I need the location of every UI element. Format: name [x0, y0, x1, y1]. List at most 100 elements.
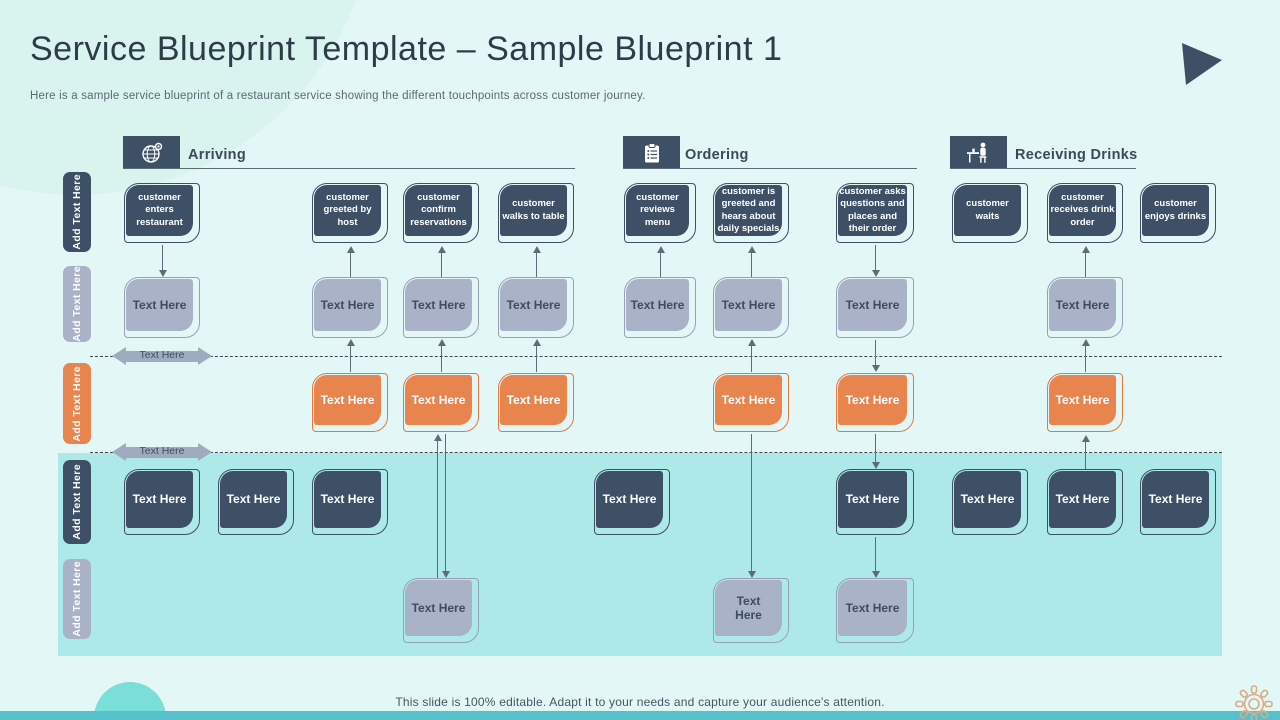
node-r3-o3[interactable]: Text Here [836, 373, 914, 432]
node-r1-o3[interactable]: customer asks questions and places and t… [836, 183, 914, 243]
node-body: customer waits [954, 185, 1021, 236]
node-r4-a3[interactable]: Text Here [312, 469, 388, 535]
node-label: Text Here [845, 492, 900, 507]
node-outline [836, 578, 914, 643]
node-r5-o3[interactable]: Text Here [836, 578, 914, 643]
lane-label-5[interactable]: Add Text Here [63, 559, 91, 639]
node-body: customer enjoys drinks [1142, 185, 1209, 236]
node-r2-o3[interactable]: Text Here [836, 277, 914, 338]
node-body: customer enters restaurant [126, 185, 193, 236]
node-body: Text Here [715, 375, 782, 425]
node-r2-o1[interactable]: Text Here [624, 277, 696, 338]
node-r1-rc2[interactable]: customer receives drink order [1047, 183, 1123, 243]
node-r2-rc2[interactable]: Text Here [1047, 277, 1123, 338]
flow-line-label-2[interactable]: Text Here [112, 443, 212, 461]
flow-connector [437, 439, 438, 578]
section-label-arriving: Arriving [188, 147, 246, 163]
flow-connector [875, 434, 876, 464]
node-body: Text Here [715, 580, 782, 636]
node-body: Text Here [596, 471, 663, 528]
node-outline [713, 277, 789, 338]
section-underline [950, 168, 1136, 169]
node-r2-a5[interactable]: Text Here [498, 277, 574, 338]
node-label: customer greeted by host [323, 191, 372, 228]
flow-connector [445, 434, 446, 573]
section-label-ordering: Ordering [685, 147, 749, 163]
node-body: Text Here [838, 375, 907, 425]
node-r4-o0[interactable]: Text Here [594, 469, 670, 535]
node-r2-a3[interactable]: Text Here [312, 277, 388, 338]
node-label: Text Here [1055, 392, 1110, 407]
node-outline [624, 183, 696, 243]
node-label: Text Here [320, 392, 375, 407]
node-r3-a3[interactable]: Text Here [312, 373, 388, 432]
node-outline [403, 277, 479, 338]
node-r3-rc2[interactable]: Text Here [1047, 373, 1123, 432]
node-r3-o2[interactable]: Text Here [713, 373, 789, 432]
flow-line-label-1[interactable]: Text Here [112, 347, 212, 365]
node-outline [218, 469, 294, 535]
node-r3-a4[interactable]: Text Here [403, 373, 479, 432]
node-outline [312, 469, 388, 535]
node-r4-rc3[interactable]: Text Here [1140, 469, 1216, 535]
clipboard-icon [623, 136, 680, 169]
node-r5-o2[interactable]: Text Here [713, 578, 789, 643]
node-r2-a4[interactable]: Text Here [403, 277, 479, 338]
arrowhead [346, 339, 355, 346]
node-body: Text Here [314, 375, 381, 425]
node-body: Text Here [1049, 279, 1116, 331]
node-body: customer is greeted and hears about dail… [715, 185, 782, 236]
arrowhead [346, 246, 355, 253]
node-r2-o2[interactable]: Text Here [713, 277, 789, 338]
arrow-left-icon [112, 347, 126, 365]
lane-label-4[interactable]: Add Text Here [63, 460, 91, 544]
node-r5-a4[interactable]: Text Here [403, 578, 479, 643]
lane-label-2[interactable]: Add Text Here [63, 266, 91, 342]
node-r1-a5[interactable]: customer walks to table [498, 183, 574, 243]
node-outline [498, 277, 574, 338]
flow-connector [536, 251, 537, 277]
node-r3-a5[interactable]: Text Here [498, 373, 574, 432]
node-label: Text Here [1055, 492, 1110, 507]
node-r4-a1[interactable]: Text Here [124, 469, 200, 535]
node-outline [836, 469, 914, 535]
flow-connector [875, 340, 876, 367]
arrowhead [433, 434, 442, 441]
node-r1-rc1[interactable]: customer waits [952, 183, 1028, 243]
node-label: customer enters restaurant [136, 191, 183, 228]
node-r2-a1[interactable]: Text Here [124, 277, 200, 338]
lane-label-1[interactable]: Add Text Here [63, 172, 91, 252]
node-r1-a3[interactable]: customer greeted by host [312, 183, 388, 243]
node-body: Text Here [715, 279, 782, 331]
node-body: customer reviews menu [626, 185, 689, 236]
node-r1-rc3[interactable]: customer enjoys drinks [1140, 183, 1216, 243]
node-r4-o3[interactable]: Text Here [836, 469, 914, 535]
node-r4-rc2[interactable]: Text Here [1047, 469, 1123, 535]
lane-label-3[interactable]: Add Text Here [63, 363, 91, 444]
node-body: Text Here [838, 471, 907, 528]
gear-icon [1235, 685, 1273, 720]
flow-connector [1085, 440, 1086, 469]
section-underline [123, 168, 575, 169]
flow-connector [1085, 251, 1086, 277]
node-outline [312, 373, 388, 432]
node-label: Text Here [721, 392, 776, 407]
node-body: Text Here [314, 471, 381, 528]
node-label: Text Here [735, 593, 762, 622]
node-outline [124, 469, 200, 535]
node-outline [124, 277, 200, 338]
node-r1-a4[interactable]: customer confirm reservations [403, 183, 479, 243]
flow-connector [751, 434, 752, 573]
node-label: Text Here [506, 392, 561, 407]
node-outline [403, 373, 479, 432]
node-r4-rc1[interactable]: Text Here [952, 469, 1028, 535]
node-label: Text Here [132, 297, 187, 312]
node-r1-a1[interactable]: customer enters restaurant [124, 183, 200, 243]
node-r1-o1[interactable]: customer reviews menu [624, 183, 696, 243]
node-body: Text Here [126, 471, 193, 528]
node-label: customer walks to table [502, 198, 565, 222]
node-r1-o2[interactable]: customer is greeted and hears about dail… [713, 183, 789, 243]
node-r4-a2[interactable]: Text Here [218, 469, 294, 535]
node-label: Text Here [845, 392, 900, 407]
